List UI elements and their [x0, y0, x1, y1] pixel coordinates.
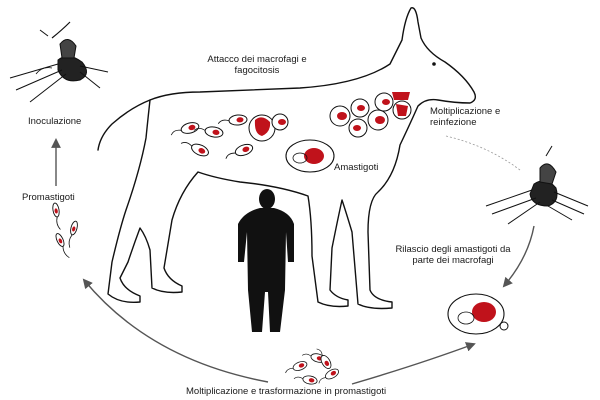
macrophage-icon [285, 139, 335, 173]
cycle-arrow [82, 278, 269, 383]
cell-cluster-multiplying [283, 345, 341, 386]
transmission-path [445, 135, 521, 171]
cycle-arrow [502, 225, 535, 288]
label-multiplication-reinfection: Moltiplicazione e reinfezione [430, 106, 501, 128]
sandfly-icon [485, 145, 589, 225]
label-release: Rilascio degli amastigoti da parte dei m… [395, 244, 511, 266]
dog-outline [107, 7, 477, 310]
label-inoculation: Inoculazione [28, 116, 82, 127]
label-attack: Attacco dei macrofagi e fagocitosis [207, 54, 307, 76]
macrophage-icon [447, 293, 509, 335]
label-transformation: Moltiplicazione e trasformazione in prom… [186, 386, 387, 397]
label-amastigotes: Amastigoti [334, 162, 379, 173]
label-promastigotes: Promastigoti [22, 192, 75, 203]
cell-cluster-shoulder [168, 113, 289, 163]
promastigote-icon [51, 202, 80, 260]
cycle-arrow [351, 342, 476, 385]
human-silhouette-icon [238, 189, 294, 332]
sandfly-icon [9, 21, 109, 103]
cell-cluster-back [329, 92, 412, 138]
